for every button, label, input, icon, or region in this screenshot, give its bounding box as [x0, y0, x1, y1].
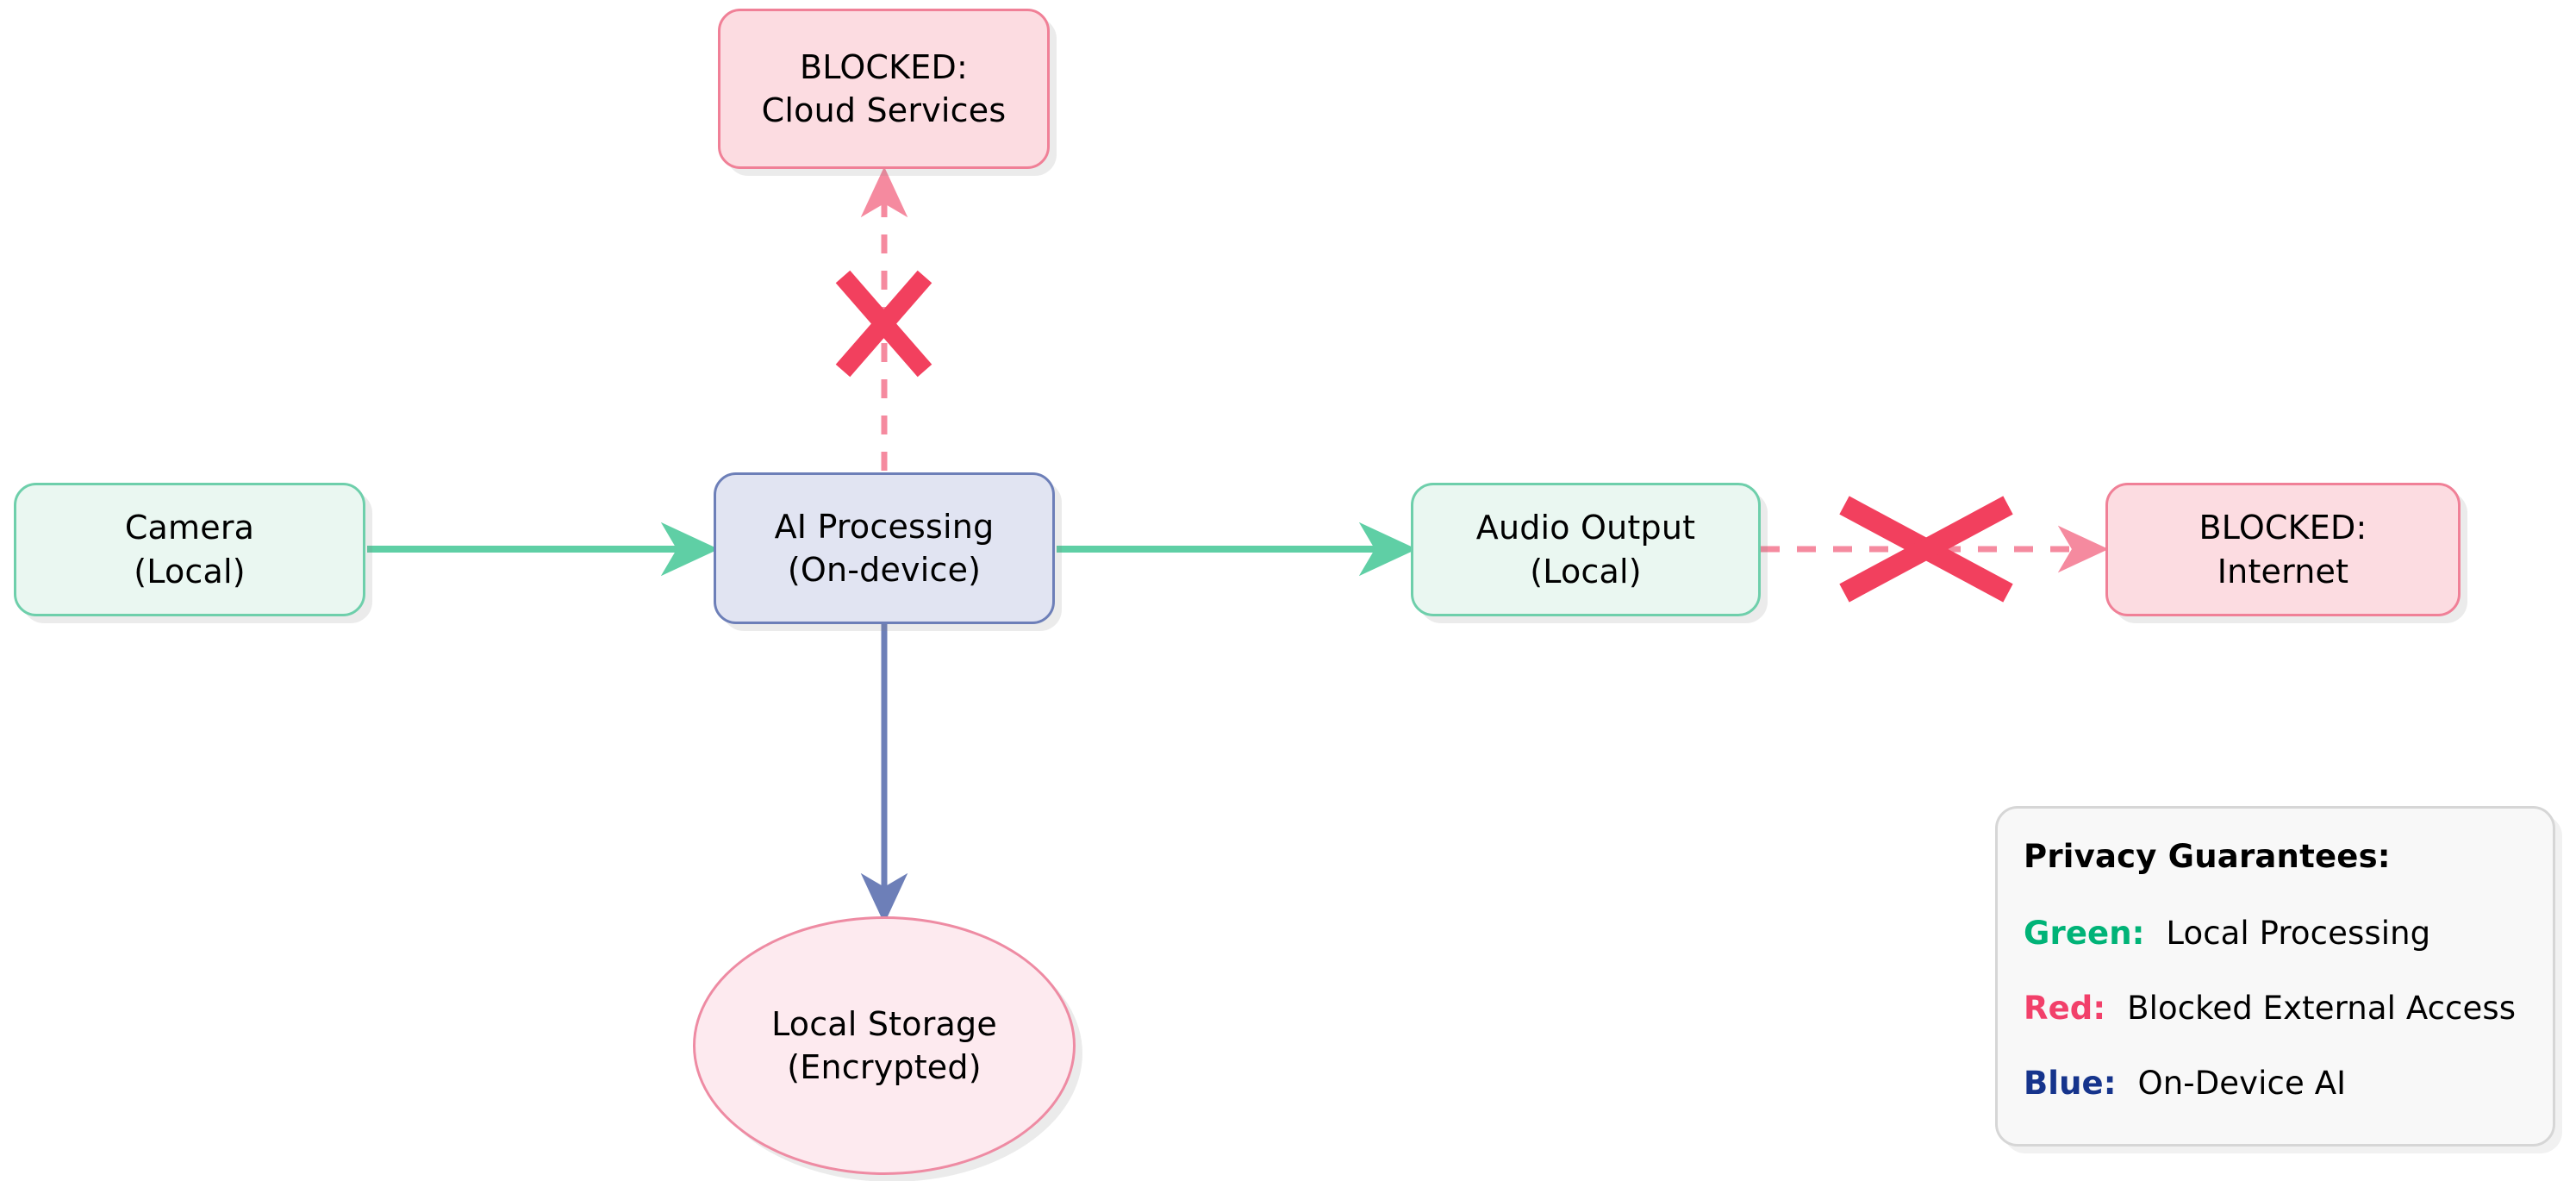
node-blocked-cloud-services-line2: Cloud Services: [761, 91, 1007, 129]
node-audio-output-local[interactable]: Audio Output (Local): [1411, 483, 1761, 616]
node-blocked-internet-line1: BLOCKED:: [2199, 509, 2367, 547]
node-camera-local-line2: (Local): [134, 552, 246, 590]
node-ai-processing-line2: (On-device): [787, 551, 982, 589]
node-camera-local-line1: Camera: [124, 509, 255, 547]
legend-key-blue: Blue:: [2024, 1065, 2128, 1102]
node-local-storage-line2: (Encrypted): [787, 1048, 982, 1086]
node-blocked-cloud-services-line1: BLOCKED:: [800, 47, 968, 86]
legend-row-red: Red: Blocked External Access: [2024, 990, 2553, 1027]
node-local-storage-encrypted[interactable]: Local Storage (Encrypted): [693, 916, 1076, 1175]
node-ai-processing-line1: AI Processing: [774, 507, 995, 546]
legend-key-green: Green:: [2024, 915, 2156, 952]
node-camera-local[interactable]: Camera (Local): [14, 483, 365, 616]
node-audio-output-line1: Audio Output: [1475, 509, 1696, 547]
legend-title: Privacy Guarantees:: [2024, 838, 2391, 875]
legend-desc-green: Local Processing: [2166, 915, 2431, 952]
block-mark-cloud-icon: [835, 270, 932, 378]
node-blocked-cloud-services[interactable]: BLOCKED: Cloud Services: [718, 9, 1050, 169]
node-blocked-internet-line2: Internet: [2217, 552, 2349, 590]
legend-row-blue: Blue: On-Device AI: [2024, 1065, 2553, 1102]
legend-desc-blue: On-Device AI: [2137, 1065, 2347, 1102]
node-blocked-internet[interactable]: BLOCKED: Internet: [2105, 483, 2461, 616]
legend-desc-red: Blocked External Access: [2127, 990, 2517, 1027]
legend-panel: Privacy Guarantees: Green: Local Process…: [1995, 806, 2555, 1147]
block-mark-internet-icon: [1839, 496, 2013, 603]
legend-row-green: Green: Local Processing: [2024, 915, 2553, 952]
node-local-storage-line1: Local Storage: [771, 1004, 997, 1043]
node-ai-processing-on-device[interactable]: AI Processing (On-device): [714, 472, 1055, 624]
legend-key-red: Red:: [2024, 990, 2118, 1027]
node-audio-output-line2: (Local): [1530, 552, 1642, 590]
